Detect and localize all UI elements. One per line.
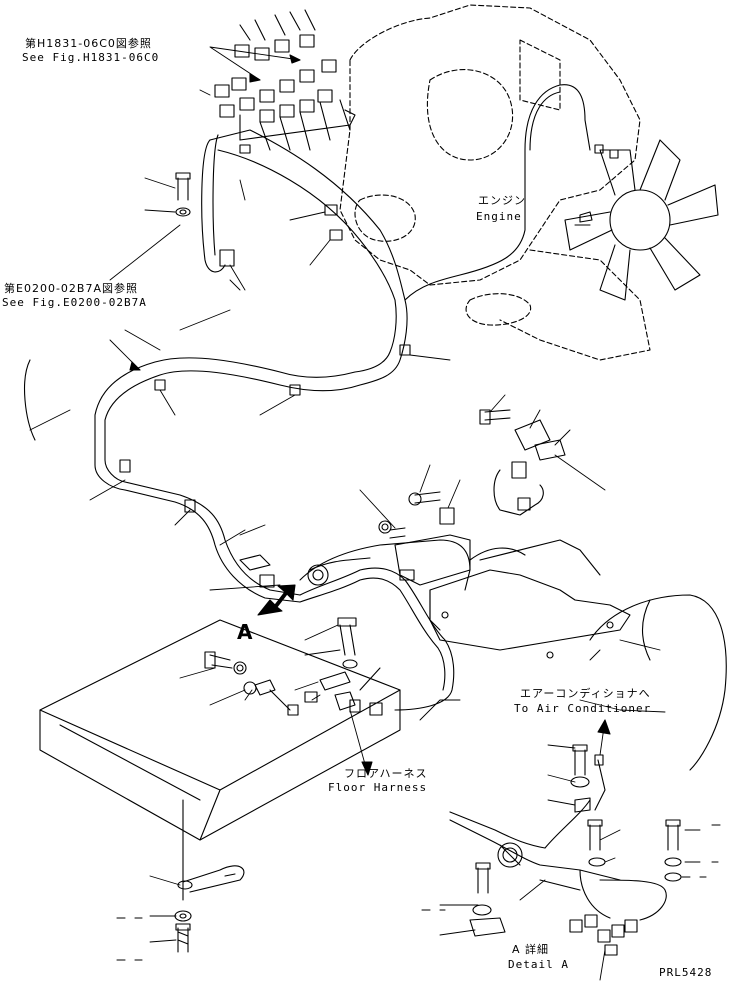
dash-marks: [116, 824, 721, 961]
floor-harness-parts: [204, 617, 383, 716]
ground-strap: [174, 799, 245, 953]
engine-outline: [339, 4, 651, 361]
ref-label-e0200-jp: 第E0200-02B7A図参照: [4, 282, 138, 295]
bolt-washer-left: [175, 172, 191, 217]
floor-harness-label-jp: フロアハーネス: [344, 767, 428, 780]
floor-plate: [24, 359, 401, 841]
engine-label-en: Engine: [476, 210, 522, 223]
connector-cluster: [214, 9, 356, 151]
leader-lines: [29, 46, 701, 981]
view-a-marker: A: [237, 620, 253, 644]
main-harness: [124, 481, 471, 711]
ref-label-e0200-en: See Fig.E0200-02B7A: [2, 296, 147, 309]
ref-label-h1831-en: See Fig.H1831-06C0: [22, 51, 160, 64]
arrowheads: [129, 54, 611, 776]
drawing-code: PRL5428: [659, 966, 713, 979]
ref-label-h1831-jp: 第H1831-06C0図参照: [25, 37, 152, 50]
relay-group: [378, 409, 566, 586]
floor-harness-label-en: Floor Harness: [328, 781, 428, 794]
detail-a-label-jp: A 詳細: [512, 943, 550, 956]
engine-label-jp: エンジン: [478, 194, 526, 207]
aircon-label-jp: エアーコンディショナへ: [520, 687, 651, 700]
detail-a-drawing: [449, 744, 682, 956]
operator-seat: [589, 594, 727, 771]
aircon-label-en: To Air Conditioner: [514, 702, 652, 715]
cooling-fan: [564, 139, 719, 301]
mounting-bracket: [429, 539, 631, 659]
view-a-arrow: [257, 584, 296, 616]
harness-clamps: [119, 144, 619, 513]
engine-harness: [94, 84, 591, 491]
detail-a-label-en: Detail A: [508, 958, 569, 971]
